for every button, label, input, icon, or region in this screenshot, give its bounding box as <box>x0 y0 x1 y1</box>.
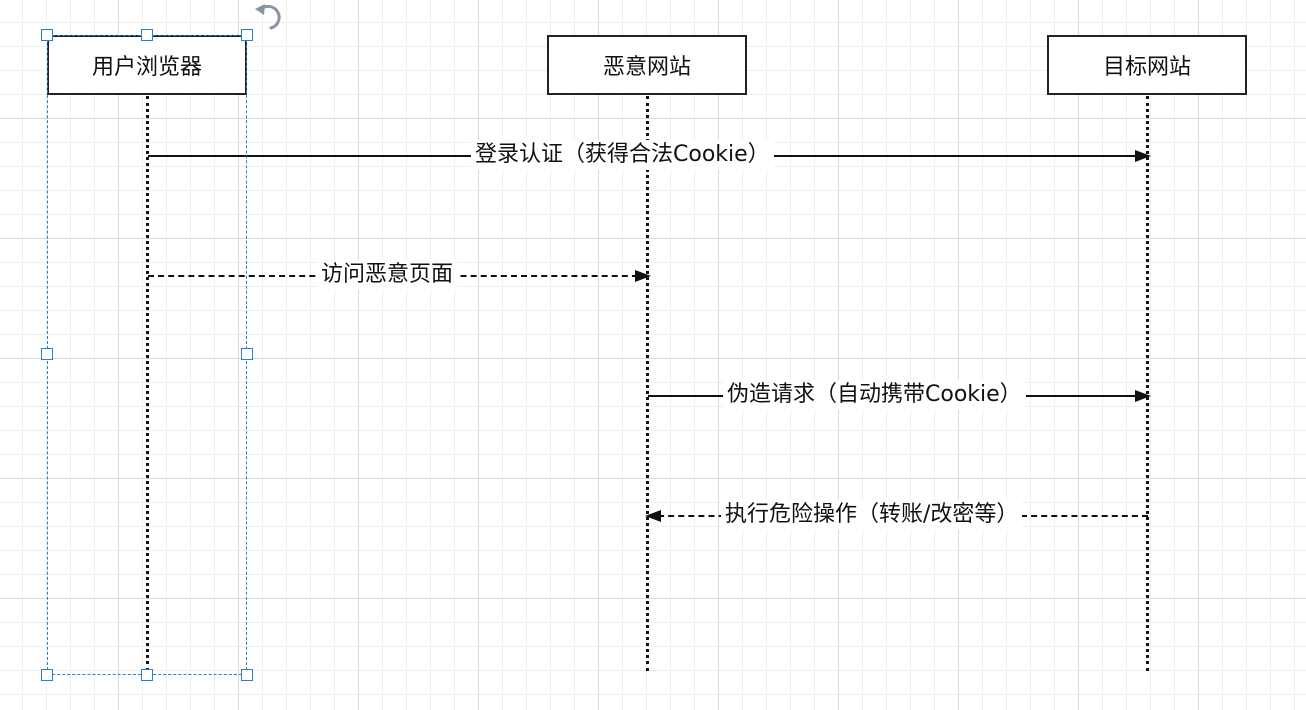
message-label: 执行危险操作（转账/改密等） <box>721 500 1023 530</box>
arrowhead-icon <box>1135 390 1151 402</box>
participant-label: 用户浏览器 <box>91 55 202 80</box>
resize-handle-bottom-right[interactable] <box>241 669 253 681</box>
lifeline-user-browser <box>146 96 149 671</box>
resize-handle-top-right[interactable] <box>241 29 253 41</box>
participant-label: 目标网站 <box>1102 55 1191 80</box>
arrowhead-icon <box>645 510 661 522</box>
rotate-icon[interactable] <box>252 0 286 34</box>
message-visit-malicious-page[interactable]: 访问恶意页面 <box>148 260 651 290</box>
lifeline-target-site <box>1146 96 1149 671</box>
participant-malicious-site[interactable]: 恶意网站 <box>547 35 747 95</box>
message-label: 登录认证（获得合法Cookie） <box>471 140 774 170</box>
lifeline-malicious-site <box>646 96 649 671</box>
resize-handle-top[interactable] <box>141 29 153 41</box>
message-forged-request[interactable]: 伪造请求（自动携带Cookie） <box>648 380 1151 410</box>
arrowhead-icon <box>1135 150 1151 162</box>
message-label: 伪造请求（自动携带Cookie） <box>723 380 1026 410</box>
resize-handle-top-left[interactable] <box>41 29 53 41</box>
selection-box[interactable] <box>47 35 247 675</box>
message-dangerous-operation[interactable]: 执行危险操作（转账/改密等） <box>645 500 1148 530</box>
participant-label: 恶意网站 <box>602 55 691 80</box>
resize-handle-bottom-left[interactable] <box>41 669 53 681</box>
message-login-auth[interactable]: 登录认证（获得合法Cookie） <box>148 140 1151 170</box>
message-label: 访问恶意页面 <box>317 260 458 290</box>
arrowhead-icon <box>635 270 651 282</box>
resize-handle-left[interactable] <box>41 348 53 360</box>
resize-handle-bottom[interactable] <box>141 669 153 681</box>
participant-user-browser[interactable]: 用户浏览器 <box>47 35 247 95</box>
resize-handle-right[interactable] <box>241 348 253 360</box>
participant-target-site[interactable]: 目标网站 <box>1047 35 1247 95</box>
